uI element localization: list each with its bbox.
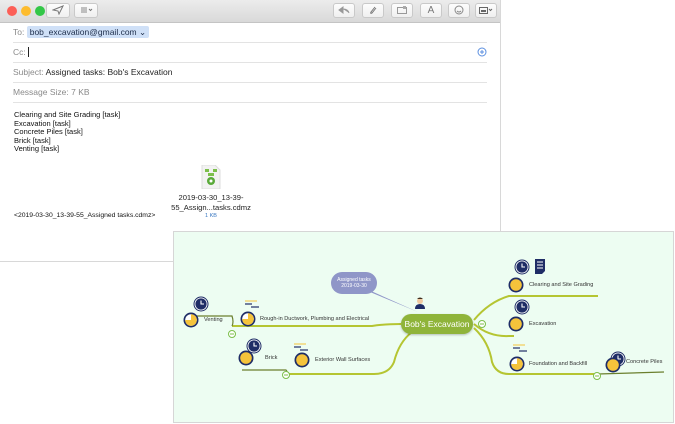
attachment-name: 2019-03-30_13-39- [178,193,244,202]
mindmap-branches [183,259,665,380]
callout-title: Assigned tasks [337,277,371,283]
resource-icon [293,343,309,351]
collapse-button[interactable] [282,371,290,379]
message-size-label: Message Size: [13,87,69,97]
progress-icon [508,316,524,332]
to-field[interactable]: To: bob_excavation@gmail.com ⌄ [13,22,487,43]
progress-icon [183,312,199,328]
collapse-button[interactable] [228,330,236,338]
person-icon [415,297,425,309]
chevron-down-icon: ⌄ [139,27,147,37]
subject-label: Subject: [13,67,44,77]
resource-icon [512,344,528,352]
toolbar: A [0,0,500,23]
branch-venting [186,315,234,327]
add-contact-icon[interactable] [477,47,487,57]
resource-icon [244,300,260,308]
collapse-button[interactable] [478,320,486,328]
branch-clearing [473,295,598,321]
minimize-window-button[interactable] [21,6,31,16]
zoom-window-button[interactable] [35,6,45,16]
topic-brick[interactable]: Brick [265,355,278,361]
message-body[interactable]: Clearing and Site Grading [task] Excavat… [14,110,121,154]
subject-value[interactable]: Assigned tasks: Bob's Excavation [45,67,173,77]
clock-icon [193,296,209,312]
template-icon [479,7,493,14]
mail-compose-window: A To: bob_excavation@gmail.com ⌄ Cc: Sub… [0,0,501,262]
attachment-reference: <2019-03-30_13-39-55_Assigned tasks.cdmz… [14,212,156,219]
recipient-token[interactable]: bob_excavation@gmail.com ⌄ [26,26,150,38]
callout-note[interactable]: Assigned tasks 2019-03-30 [331,272,377,294]
cc-field[interactable]: Cc: [13,42,487,63]
subject-field[interactable]: Subject: Assigned tasks: Bob's Excavatio… [13,62,487,83]
attach-button[interactable] [362,3,384,18]
body-line: Excavation [task] [14,118,71,128]
mindmap-file-icon [201,165,221,189]
reply-icon [338,6,350,14]
progress-icon [509,356,525,372]
attachment-icon [370,6,377,14]
send-button[interactable] [46,3,70,18]
mindmap-preview: Assigned tasks 2019-03-30 Bob's Excavati… [173,231,674,423]
progress-icon [605,357,621,373]
topic-concrete-piles[interactable]: Concrete Piles [626,359,663,365]
body-line: Brick [task] [14,135,51,145]
central-topic[interactable]: Bob's Excavation [401,314,473,334]
topic-exterior-wall[interactable]: Exterior Wall Surfaces [315,357,371,363]
template-button[interactable] [475,3,497,18]
attachment[interactable]: 2019-03-30_13-39- 55_Assign...tasks.cdmz… [169,165,253,220]
close-window-button[interactable] [7,6,17,16]
header-fields-button[interactable] [74,3,98,18]
branch-excavation [473,323,514,338]
topic-foundation[interactable]: Foundation and Backfill [529,361,588,367]
cc-input[interactable] [27,47,29,57]
progress-icon [508,277,524,293]
format-icon: A [427,5,435,16]
recipient-address: bob_excavation@gmail.com [29,27,137,37]
branch-concrete [597,371,665,375]
message-size-value: 7 KB [71,87,90,97]
body-line: Venting [task] [14,144,60,154]
attachment-size: 1 KB [205,213,217,219]
callout-tail [362,287,418,312]
topic-clearing[interactable]: Clearing and Site Grading [529,282,594,288]
clock-icon [514,259,530,275]
to-label: To: [13,27,25,37]
emoji-icon [454,5,464,15]
attachment-name: 55_Assign...tasks.cdmz [171,203,251,212]
topic-venting[interactable]: Venting [204,317,223,323]
list-icon [81,7,93,13]
emoji-button[interactable] [448,3,470,18]
progress-icon [294,352,310,368]
photo-browser-button[interactable] [391,3,413,18]
progress-icon [240,311,256,327]
reply-button[interactable] [333,3,355,18]
progress-icon [238,350,254,366]
clock-icon [246,338,262,354]
callout-date: 2019-03-30 [341,283,367,289]
topic-excavation[interactable]: Excavation [529,321,557,327]
body-line: Concrete Piles [task] [14,127,83,137]
note-icon [535,259,545,274]
topic-rough-in[interactable]: Rough-in Ductwork, Plumbing and Electric… [260,316,370,322]
branch-foundation [473,327,594,375]
cc-label: Cc: [13,47,26,57]
format-button[interactable]: A [420,3,442,18]
body-line: Clearing and Site Grading [task] [14,110,121,119]
branch-rough-in [232,323,402,327]
clock-icon [514,299,530,315]
photo-browser-icon [397,6,407,14]
branch-exterior [286,331,413,375]
send-icon [52,5,64,15]
collapse-button[interactable] [593,372,601,380]
message-size-row: Message Size: 7 KB [13,82,487,103]
branch-brick [242,369,288,375]
